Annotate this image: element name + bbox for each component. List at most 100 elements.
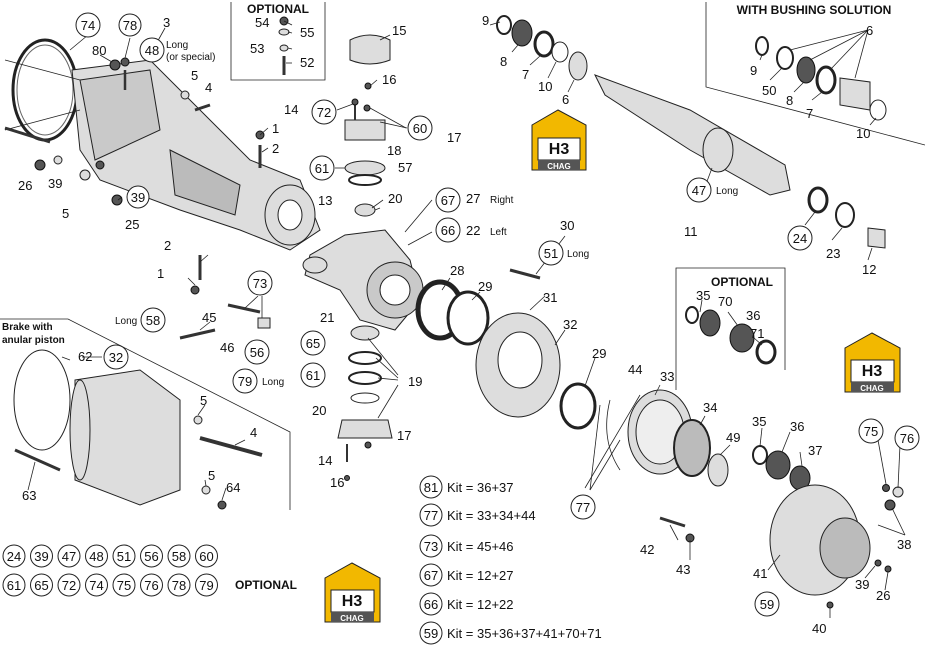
optional-top-frame bbox=[230, 2, 326, 81]
optional-list-label: OPTIONAL bbox=[235, 578, 297, 592]
kit-list: 81 Kit = 36+37 77 Kit = 33+34+44 73 Kit … bbox=[419, 475, 602, 645]
long-note-58: Long bbox=[115, 316, 137, 327]
callout-57: 57 bbox=[398, 160, 412, 175]
optional-item-circle bbox=[57, 573, 81, 597]
callout-71: 71 bbox=[750, 326, 764, 341]
callout-41: 41 bbox=[753, 566, 767, 581]
callout-38: 38 bbox=[897, 537, 911, 552]
callout-31: 31 bbox=[543, 290, 557, 305]
callout-76: 76 bbox=[900, 431, 914, 446]
bushing-parts bbox=[755, 36, 887, 121]
callout-44: 44 bbox=[628, 362, 642, 377]
callout-24: 24 bbox=[793, 231, 807, 246]
callout-80: 80 bbox=[92, 43, 106, 58]
optional-item-circle bbox=[85, 544, 108, 568]
long-special-note: (or special) bbox=[166, 52, 215, 63]
callout-8b: 8 bbox=[786, 93, 793, 108]
callout-49: 49 bbox=[726, 430, 740, 445]
callout-9a: 9 bbox=[482, 13, 489, 28]
callout-14b: 14 bbox=[318, 453, 332, 468]
kit-59-text: Kit = 35+36+37+41+70+71 bbox=[447, 626, 602, 641]
brake-heading-2: anular piston bbox=[2, 335, 65, 346]
long-note-79: Long bbox=[262, 377, 284, 388]
optional-item-circle bbox=[112, 573, 136, 597]
callout-20a: 20 bbox=[388, 191, 402, 206]
left-note: Left bbox=[490, 227, 507, 238]
callout-59: 59 bbox=[760, 597, 774, 612]
brake-heading: Brake with bbox=[2, 322, 53, 333]
callout-30: 30 bbox=[560, 218, 574, 233]
callout-36a: 36 bbox=[746, 308, 760, 323]
callout-36b: 36 bbox=[790, 419, 804, 434]
optional-item-circle bbox=[2, 544, 26, 568]
kit-73-text: Kit = 45+46 bbox=[447, 539, 514, 554]
planet-gears bbox=[752, 445, 811, 491]
callout-65: 65 bbox=[306, 336, 320, 351]
callout-16b: 16 bbox=[330, 475, 344, 490]
optional-right-frame bbox=[675, 267, 786, 390]
callout-22: 22 bbox=[466, 223, 480, 238]
callout-13: 13 bbox=[318, 193, 332, 208]
optional-item-48: 48 bbox=[89, 549, 103, 564]
callout-53: 53 bbox=[250, 41, 264, 56]
callout-3: 3 bbox=[163, 15, 170, 30]
wheel-hub bbox=[415, 268, 597, 430]
axle-shaft bbox=[496, 15, 886, 249]
svg-text:H3: H3 bbox=[549, 141, 570, 158]
brake-frame bbox=[0, 318, 291, 510]
callout-15: 15 bbox=[392, 23, 406, 38]
svg-text:CHAG: CHAG bbox=[547, 162, 571, 171]
optional-item-61: 61 bbox=[7, 578, 21, 593]
callout-77: 77 bbox=[576, 500, 590, 515]
callout-64: 64 bbox=[226, 480, 240, 495]
callout-1a: 1 bbox=[272, 121, 279, 136]
planetary-reduction bbox=[606, 389, 729, 543]
callout-55: 55 bbox=[300, 25, 314, 40]
callout-16a: 16 bbox=[382, 72, 396, 87]
callout-4a: 4 bbox=[205, 80, 212, 95]
bushing-heading: WITH BUSHING SOLUTION bbox=[737, 3, 892, 17]
callout-43: 43 bbox=[676, 562, 690, 577]
long-note-51: Long bbox=[567, 249, 589, 260]
kit-66-text: Kit = 12+22 bbox=[447, 597, 514, 612]
kit-73-num: 73 bbox=[424, 539, 438, 554]
callout-17a: 17 bbox=[447, 130, 461, 145]
optional-item-39: 39 bbox=[34, 549, 48, 564]
optional-item-circle bbox=[30, 573, 53, 597]
lower-kingpin-stack bbox=[337, 325, 393, 481]
callout-39c: 39 bbox=[855, 577, 869, 592]
callout-40: 40 bbox=[812, 621, 826, 636]
svg-text:H3: H3 bbox=[862, 363, 883, 380]
callout-32b: 32 bbox=[109, 350, 123, 365]
callout-8a: 8 bbox=[500, 54, 507, 69]
svg-text:H3: H3 bbox=[342, 593, 363, 610]
callout-26a: 26 bbox=[18, 178, 32, 193]
callout-12: 12 bbox=[862, 262, 876, 277]
callout-48: 48 bbox=[145, 43, 159, 58]
h3-logo-right: H3 CHAG bbox=[844, 332, 901, 393]
bushing-frame bbox=[705, 2, 925, 146]
callout-70: 70 bbox=[718, 294, 732, 309]
svg-text:CHAG: CHAG bbox=[340, 614, 364, 623]
leader-lines bbox=[27, 20, 906, 618]
callout-9b: 9 bbox=[750, 63, 757, 78]
callout-11: 11 bbox=[684, 224, 698, 239]
callout-39b: 39 bbox=[131, 190, 145, 205]
callout-27: 27 bbox=[466, 191, 480, 206]
callout-79: 79 bbox=[238, 374, 252, 389]
callout-5b: 5 bbox=[62, 206, 69, 221]
callout-45: 45 bbox=[202, 310, 216, 325]
optional-top-heading: OPTIONAL bbox=[247, 2, 309, 16]
callout-34: 34 bbox=[703, 400, 717, 415]
optional-item-circle bbox=[112, 544, 136, 568]
callout-5c: 5 bbox=[200, 393, 207, 408]
callout-78: 78 bbox=[123, 18, 137, 33]
optional-item-24: 24 bbox=[7, 549, 21, 564]
kit-81-text: Kit = 36+37 bbox=[447, 480, 514, 495]
callout-7a: 7 bbox=[522, 67, 529, 82]
optional-item-circle bbox=[195, 573, 218, 597]
callout-28: 28 bbox=[450, 263, 464, 278]
right-note: Right bbox=[490, 195, 514, 206]
callout-42: 42 bbox=[640, 542, 654, 557]
callouts: 74 78 3 48 Long (or special) 80 5 4 1 2 … bbox=[18, 12, 920, 636]
